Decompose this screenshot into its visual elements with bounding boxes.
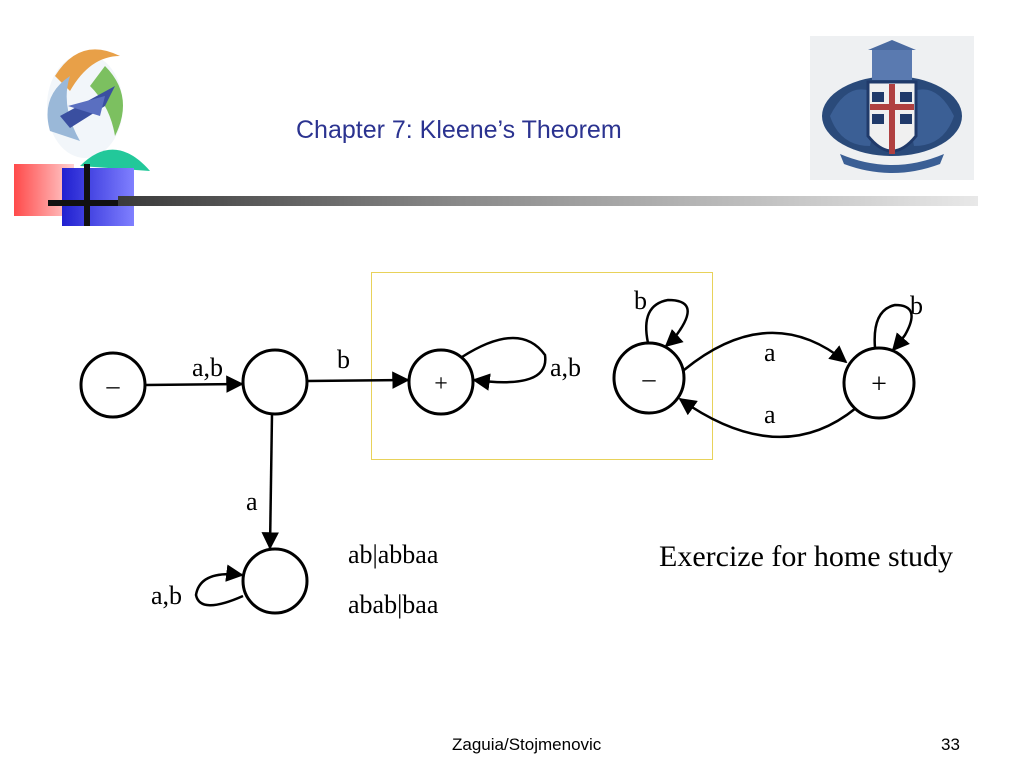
page-number: 33 [941,735,960,754]
exercise-note: Exercize for home study [659,540,954,573]
edge-middle-to-trap [261,413,279,550]
label-loop-b-left: b [634,286,647,315]
label-edge-b-1: b [337,345,350,374]
label-accept-mid: + [434,371,448,397]
state-start-right [612,341,686,415]
footer-authors: Zaguia/Stojmenovic [452,735,602,754]
state-accept-right [842,346,916,420]
edge-right-bottom [678,397,857,439]
state-middle-left [241,348,309,416]
label-loop-ab-mid: a,b [550,353,581,382]
label-accept-right: + [871,369,887,400]
example-word-2: abab|baa [348,590,439,619]
loop-accept-mid [461,336,547,391]
example-word-1: ab|abbaa [348,540,439,569]
state-trap [241,547,309,615]
highlight-box [371,272,713,460]
label-loop-b-right: b [910,291,923,320]
label-start-right: – [642,364,657,393]
edge-right-top [683,331,848,371]
label-edge-ab-1: a,b [192,353,223,382]
label-edge-a-bottom: a [764,400,776,429]
university-crest-right [810,36,974,180]
loop-trap [194,564,244,607]
label-edge-a-down: a [246,487,258,516]
label-loop-ab-bottom: a,b [151,581,182,610]
header-rule [118,196,978,206]
label-edge-a-top: a [764,338,776,367]
page-title: Chapter 7: Kleene’s Theorem [296,116,622,144]
loop-start-right [645,298,689,348]
loop-accept-right [873,303,913,352]
edge-middle-to-accept [306,371,410,389]
edge-start-to-middle [144,375,244,393]
label-start-left: – [106,371,121,400]
